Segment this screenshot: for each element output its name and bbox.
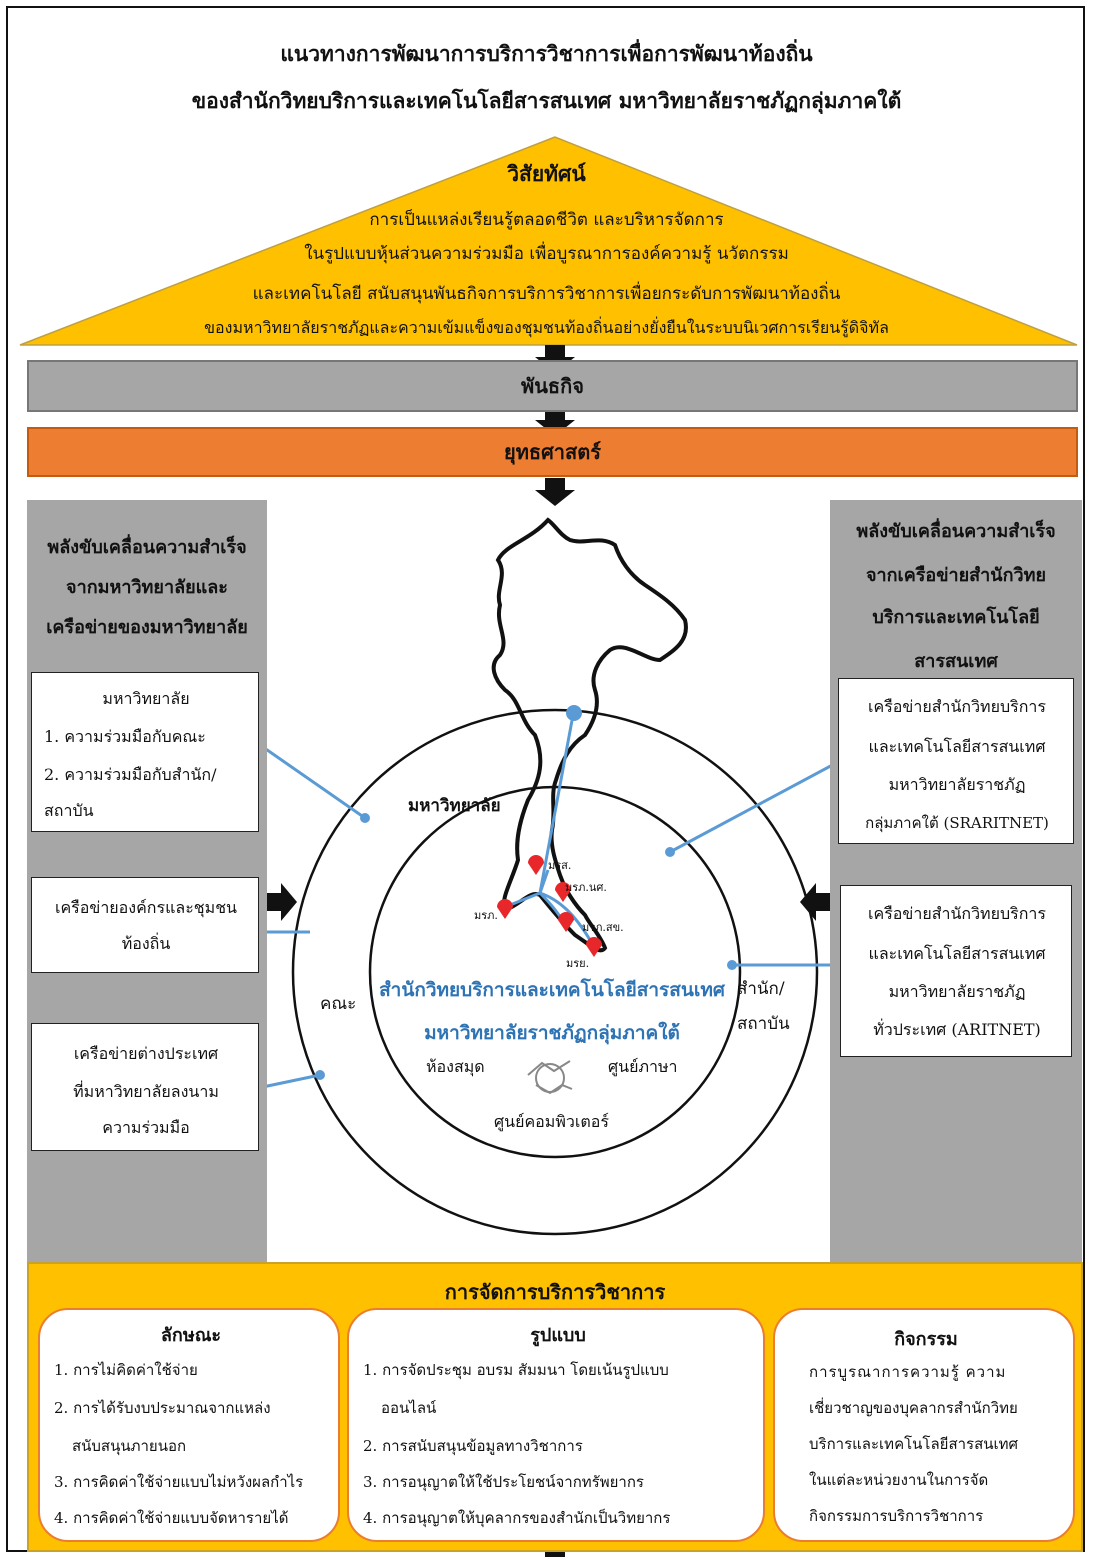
university-item-3: สถาบัน (44, 801, 94, 820)
left-panel-heading-3: เครือข่ายของมหาวิทยาลัย (46, 617, 248, 638)
institute-label-2: สถาบัน (737, 1014, 790, 1034)
connector-university (259, 743, 366, 820)
vision-line-2: ในรูปแบบหุ้นส่วนความร่วมมือ เพื่อบูรณากา… (304, 244, 789, 264)
sraritnet-line-3: มหาวิทยาลัยราชภัฏ (888, 775, 1026, 794)
campus-label: มรภ. (474, 909, 498, 922)
handshake-icon (527, 1060, 573, 1095)
library-label: ห้องสมุด (426, 1057, 485, 1076)
foreign-line-1: เครือข่ายต่างประเทศ (73, 1044, 219, 1063)
management-heading: การจัดการบริการวิชาการ (444, 1280, 666, 1304)
office-name-line-2: มหาวิทยาลัยราชภัฏกลุ่มภาคใต้ (424, 1022, 680, 1044)
campus-label: มรภ.สข. (582, 921, 624, 934)
marker-pin (558, 912, 574, 932)
characteristics-item: 2. การได้รับงบประมาณจากแหล่ง (54, 1399, 271, 1417)
right-panel-heading-4: สารสนเทศ (914, 651, 998, 672)
activities-card: กิจกรรม การบูรณาการความรู้ ความ เชี่ยวชา… (773, 1308, 1075, 1542)
map-outline (491, 517, 688, 953)
inner-circle (368, 785, 742, 1159)
vision-line-3: และเทคโนโลยี สนับสนุนพันธกิจการบริการวิช… (252, 284, 841, 304)
community-box: เครือข่ายองค์กรและชุมชน ท้องถิ่น (31, 877, 259, 973)
activities-item: กิจกรรมการบริการวิชาการ (809, 1507, 984, 1525)
formats-item: 3. การอนุญาตให้ใช้ประโยชน์จากทรัพยากร (363, 1473, 644, 1491)
community-line-1: เครือข่ายองค์กรและชุมชน (55, 898, 237, 917)
diagram-title-line2: ของสำนักวิทยบริการและเทคโนโลยีสารสนเทศ ม… (191, 88, 902, 113)
aritnet-box: เครือข่ายสำนักวิทยบริการ และเทคโนโลยีสาร… (840, 885, 1072, 1057)
marker-pin (555, 882, 571, 902)
outer-circle-label: มหาวิทยาลัย (408, 796, 501, 816)
arrow-left (800, 883, 830, 921)
university-box: มหาวิทยาลัย 1. ความร่วมมือกับคณะ 2. ความ… (31, 672, 259, 832)
marker-pin (586, 937, 602, 957)
office-name-line-1: สำนักวิทยบริการและเทคโนโลยีสารสนเทศ (379, 979, 725, 1001)
characteristics-item: 1. การไม่คิดค่าใช้จ่าย (54, 1361, 198, 1379)
arrow-right (267, 883, 297, 921)
vision-heading: วิสัยทัศน์ (507, 161, 586, 186)
left-panel-heading-1: พลังขับเคลื่อนความสำเร็จ (47, 537, 247, 558)
sraritnet-box: เครือข่ายสำนักวิทยบริการ และเทคโนโลยีสาร… (838, 678, 1074, 844)
university-item-1: 1. ความร่วมมือกับคณะ (44, 727, 206, 746)
institute-label-1: สำนัก/ (737, 979, 785, 999)
vision-line-4: ของมหาวิทยาลัยราชภัฏและความเข้มแข็งของชุ… (204, 318, 889, 337)
characteristics-item: 4. การคิดค่าใช้จ่ายแบบจัดหารายได้ (54, 1509, 289, 1527)
university-title: มหาวิทยาลัย (102, 689, 190, 708)
arrow-down (535, 478, 575, 506)
characteristics-title: ลักษณะ (160, 1325, 222, 1346)
characteristics-item: สนับสนุนภายนอก (72, 1437, 187, 1455)
faculty-label: คณะ (320, 994, 357, 1014)
formats-item: 2. การสนับสนุนข้อมูลทางวิชาการ (363, 1437, 583, 1455)
activities-item: บริการและเทคโนโลยีสารสนเทศ (809, 1435, 1019, 1453)
foreign-box: เครือข่ายต่างประเทศ ที่มหาวิทยาลัยลงนาม … (31, 1023, 259, 1151)
campus-label: มรส. (548, 859, 572, 872)
left-panel-heading-2: จากมหาวิทยาลัยและ (66, 577, 228, 598)
activities-item: เชี่ยวชาญของบุคลากรสำนักวิทย (809, 1399, 1018, 1417)
aritnet-line-2: และเทคโนโลยีสารสนเทศ (868, 944, 1046, 963)
aritnet-line-4: ทั่วประเทศ (ARITNET) (873, 1020, 1041, 1039)
diagram-title-line1: แนวทางการพัฒนาการบริการวิชาการเพื่อการพั… (280, 41, 813, 66)
sraritnet-line-2: และเทคโนโลยีสารสนเทศ (868, 737, 1046, 756)
right-panel-heading-1: พลังขับเคลื่อนความสำเร็จ (856, 521, 1056, 542)
community-line-2: ท้องถิ่น (121, 934, 171, 953)
strategy-bar: ยุทธศาสตร์ (27, 427, 1078, 477)
characteristics-item: 3. การคิดค่าใช้จ่ายแบบไม่หวังผลกำไร (54, 1473, 304, 1491)
right-panel-heading-3: บริการและเทคโนโลยี (872, 607, 1040, 628)
formats-item: ออนไลน์ (381, 1399, 437, 1417)
campus-label: มรย. (566, 957, 590, 970)
formats-title: รูปแบบ (530, 1325, 586, 1346)
foreign-line-3: ความร่วมมือ (102, 1118, 190, 1137)
vision-line-1: การเป็นแหล่งเรียนรู้ตลอดชีวิต และบริหารจ… (369, 210, 724, 230)
sraritnet-line-4: กลุ่มภาคใต้ (SRARITNET) (865, 814, 1049, 832)
campus-label: มรภ.นศ. (565, 881, 607, 894)
activities-title: กิจกรรม (894, 1329, 958, 1350)
target-dot (566, 705, 582, 721)
marker-pin (497, 899, 513, 919)
activities-item: การบูรณาการความรู้ ความ (809, 1363, 1007, 1381)
university-item-2: 2. ความร่วมมือกับสำนัก/ (44, 765, 217, 784)
connector-foreign (257, 1073, 321, 1090)
computer-center-label: ศูนย์คอมพิวเตอร์ (494, 1112, 609, 1131)
characteristics-card: ลักษณะ 1. การไม่คิดค่าใช้จ่าย 2. การได้ร… (38, 1308, 340, 1542)
foreign-line-2: ที่มหาวิทยาลัยลงนาม (73, 1082, 219, 1101)
activities-item: ในแต่ละหน่วยงานในการจัด (809, 1471, 989, 1489)
right-panel-heading-2: จากเครือข่ายสำนักวิทย (866, 565, 1046, 586)
aritnet-line-3: มหาวิทยาลัยราชภัฏ (888, 982, 1026, 1001)
mission-label: พันธกิจ (521, 374, 584, 398)
language-center-label: ศูนย์ภาษา (608, 1057, 678, 1076)
sraritnet-line-1: เครือข่ายสำนักวิทยบริการ (868, 697, 1046, 716)
mission-bar: พันธกิจ (27, 360, 1078, 412)
outer-circle (291, 708, 819, 1236)
formats-item: 1. การจัดประชุม อบรม สัมมนา โดยเน้นรูปแบ… (363, 1361, 669, 1379)
arrow-down (535, 345, 575, 373)
formats-item: 4. การอนุญาตให้บุคลากรของสำนักเป็นวิทยาก… (363, 1509, 671, 1527)
strategy-label: ยุทธศาสตร์ (504, 440, 601, 464)
aritnet-line-1: เครือข่ายสำนักวิทยบริการ (868, 904, 1046, 923)
arrow-down (535, 410, 575, 436)
marker-pin (528, 855, 544, 875)
connector-sraritnet (669, 760, 839, 854)
formats-card: รูปแบบ 1. การจัดประชุม อบรม สัมมนา โดยเน… (347, 1308, 765, 1542)
